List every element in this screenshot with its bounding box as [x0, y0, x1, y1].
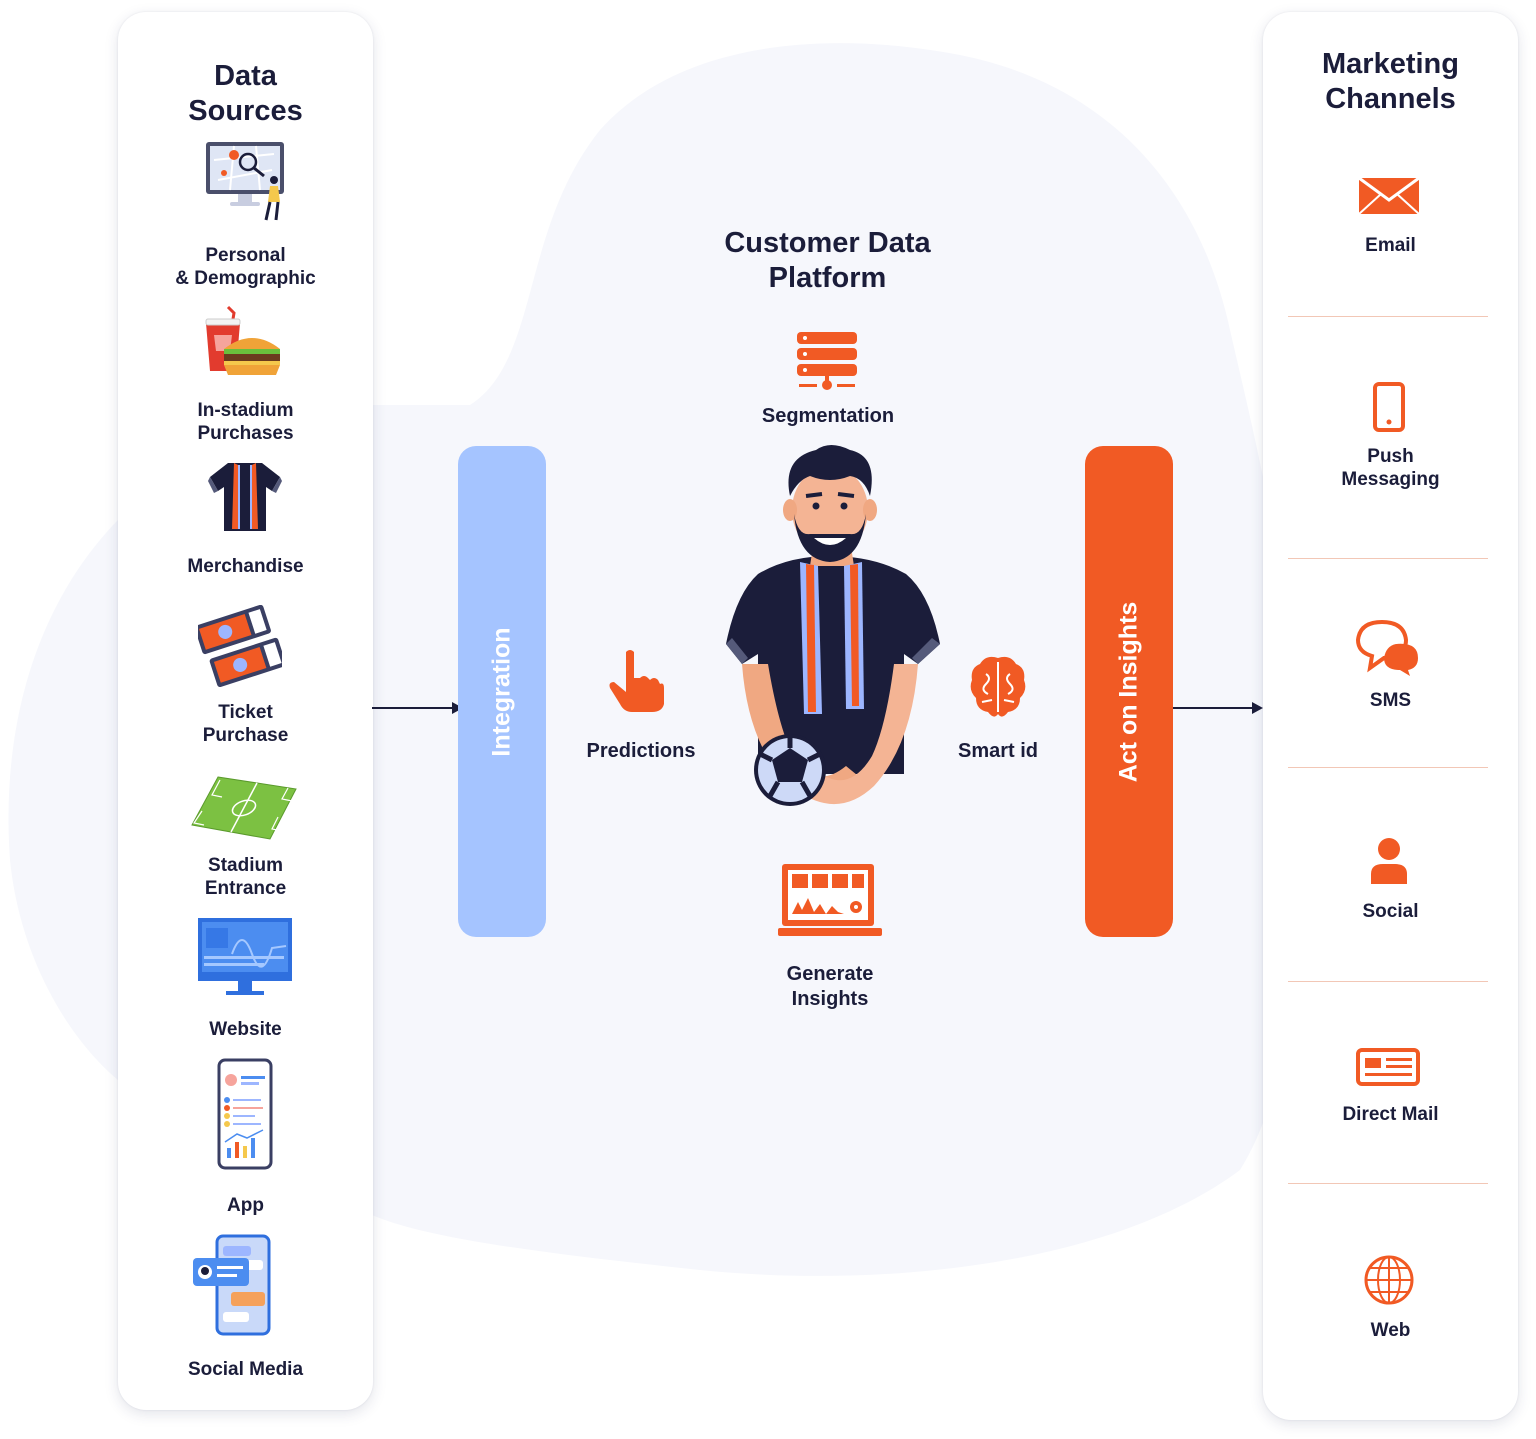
smartphone-icon	[1373, 382, 1405, 432]
act-on-insights-label: Act on Insights	[1114, 601, 1143, 782]
burger-drink-icon	[205, 305, 280, 375]
source-label: Stadium Entrance	[204, 855, 287, 899]
integration-bar: Integration	[458, 446, 546, 937]
mobile-app-icon	[217, 1058, 273, 1170]
channel-label: Email	[1365, 235, 1416, 256]
source-label: App	[227, 1195, 264, 1216]
source-label: Social Media	[187, 1359, 304, 1380]
arrow-to-integration	[372, 702, 463, 714]
channel-label: Web	[1370, 1320, 1411, 1341]
social-chat-phone-icon	[193, 1234, 271, 1336]
marketing-channels-title: Marketing Channels	[1322, 48, 1459, 115]
channel-label: Direct Mail	[1342, 1104, 1439, 1125]
globe-icon	[1364, 1255, 1414, 1305]
chat-bubbles-icon	[1356, 620, 1418, 676]
map-search-monitor-icon	[206, 142, 284, 221]
predictions-label: Predictions	[586, 740, 696, 762]
channel-label: SMS	[1369, 690, 1412, 711]
channel-divider	[1288, 981, 1488, 982]
source-label: Personal & Demographic	[175, 245, 316, 289]
source-label: Merchandise	[187, 556, 304, 577]
arrow-to-channels	[1172, 702, 1263, 714]
id-card-icon	[1356, 1048, 1420, 1086]
marketing-channels-panel: Marketing Channels Email Push Messaging …	[1263, 12, 1518, 1420]
user-icon	[1371, 838, 1407, 884]
channel-divider	[1288, 767, 1488, 768]
football-field-icon	[191, 776, 297, 840]
channel-divider	[1288, 558, 1488, 559]
integration-label: Integration	[487, 626, 516, 757]
channel-label: Social	[1362, 901, 1419, 922]
data-sources-panel: Data Sources Personal & Demographic	[118, 12, 373, 1410]
channel-divider	[1288, 316, 1488, 317]
channel-divider	[1288, 1183, 1488, 1184]
generate-insights-label: Generate Insights	[786, 963, 874, 1010]
data-sources-title: Data Sources	[188, 60, 303, 127]
smart-id-label: Smart id	[957, 740, 1039, 762]
platform-title: Customer Data Platform	[724, 227, 931, 294]
channel-label: Push Messaging	[1341, 446, 1440, 490]
source-label: Ticket Purchase	[202, 702, 289, 746]
act-on-insights-bar: Act on Insights	[1085, 446, 1173, 937]
football-fan-illustration	[726, 445, 940, 806]
brain-icon	[970, 656, 1026, 717]
tickets-icon	[198, 605, 282, 687]
analytics-laptop-icon	[778, 864, 882, 936]
jersey-icon	[208, 463, 282, 531]
envelope-icon	[1358, 176, 1420, 215]
server-stack-icon	[797, 332, 857, 390]
source-label: Website	[209, 1019, 282, 1040]
source-label: In-stadium Purchases	[197, 400, 294, 444]
segmentation-label: Segmentation	[761, 405, 895, 427]
website-monitor-icon	[198, 918, 292, 995]
pointing-hand-icon	[609, 650, 664, 712]
